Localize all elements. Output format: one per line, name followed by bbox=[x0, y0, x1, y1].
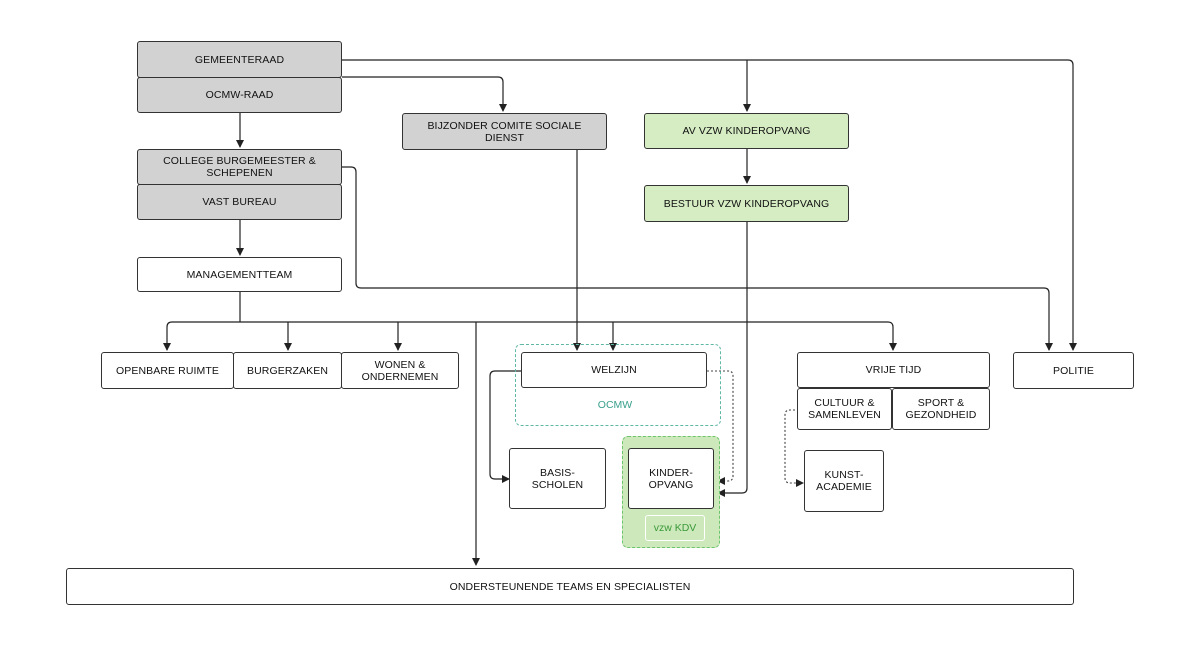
box-sport-gezondheid: SPORT & GEZONDHEID bbox=[892, 388, 990, 430]
box-bestuur-vzw-kinderopvang: BESTUUR VZW KINDEROPVANG bbox=[644, 185, 849, 222]
box-ondersteunende-label: ONDERSTEUNENDE TEAMS EN SPECIALISTEN bbox=[449, 580, 691, 593]
box-vrije-tijd-label: VRIJE TIJD bbox=[865, 364, 922, 376]
box-bijzonder-comite-label: BIJZONDER COMITE SOCIALE DIENST bbox=[427, 119, 582, 144]
box-college-label: COLLEGE BURGEMEESTER & SCHEPENEN bbox=[163, 155, 316, 179]
box-wonen-ondernemen: WONEN & ONDERNEMEN bbox=[341, 352, 459, 389]
box-vast-bureau: VAST BUREAU bbox=[137, 184, 342, 220]
line-bestuur-kinderopvang bbox=[717, 222, 748, 497]
box-ocmw-raad: OCMW-RAAD bbox=[137, 77, 342, 113]
box-av-vzw-kinderopvang: AV VZW KINDEROPVANG bbox=[644, 113, 849, 149]
box-wonen-label: WONEN & ONDERNEMEN bbox=[361, 358, 439, 383]
box-ocmw-raad-label: OCMW-RAAD bbox=[205, 89, 274, 101]
box-bestuur-vzw-label: BESTUUR VZW KINDEROPVANG bbox=[663, 197, 830, 210]
box-basisscholen: BASIS- SCHOLEN bbox=[509, 448, 606, 509]
line-bus bbox=[172, 321, 897, 351]
line-cultuur-kunstacademie-dotted bbox=[784, 409, 804, 487]
box-ondersteunende-teams: ONDERSTEUNENDE TEAMS EN SPECIALISTEN bbox=[66, 568, 1074, 605]
box-burgerzaken-label: BURGERZAKEN bbox=[246, 364, 329, 377]
line-bus-openbare bbox=[163, 321, 173, 351]
line-gemeenteraad-politie bbox=[342, 59, 1077, 351]
line-welzijn-basisscholen bbox=[489, 370, 522, 483]
box-gemeenteraad-label: GEMEENTERAAD bbox=[194, 53, 285, 66]
box-cultuur-label: CULTUUR & SAMENLEVEN bbox=[808, 397, 881, 421]
box-managementteam-label: MANAGEMENTTEAM bbox=[186, 268, 293, 281]
box-burgerzaken: BURGERZAKEN bbox=[233, 352, 342, 389]
box-openbare-ruimte-label: OPENBARE RUIMTE bbox=[115, 364, 219, 377]
ocmw-zone-label: OCMW bbox=[597, 399, 633, 411]
box-vast-bureau-label: VAST BUREAU bbox=[202, 196, 277, 208]
box-av-vzw-label: AV VZW KINDEROPVANG bbox=[682, 125, 811, 137]
box-kinderopvang: KINDER- OPVANG bbox=[628, 448, 714, 509]
box-politie: POLITIE bbox=[1013, 352, 1134, 389]
box-basisscholen-label: BASIS- SCHOLEN bbox=[531, 466, 584, 491]
box-vrije-tijd: VRIJE TIJD bbox=[797, 352, 990, 388]
box-welzijn: WELZIJN bbox=[521, 352, 707, 388]
kdv-zone-label: vzw KDV bbox=[645, 515, 705, 541]
box-gemeenteraad: GEMEENTERAAD bbox=[137, 41, 342, 78]
box-bijzonder-comite: BIJZONDER COMITE SOCIALE DIENST bbox=[402, 113, 607, 150]
box-openbare-ruimte: OPENBARE RUIMTE bbox=[101, 352, 234, 389]
box-welzijn-label: WELZIJN bbox=[591, 364, 637, 376]
box-politie-label: POLITIE bbox=[1053, 364, 1094, 377]
box-college: COLLEGE BURGEMEESTER & SCHEPENEN bbox=[137, 149, 342, 185]
ocmw-zone bbox=[515, 344, 721, 426]
line-college-politie bbox=[342, 166, 1053, 351]
line-gemeenteraad-bcsd bbox=[342, 76, 507, 112]
box-kinderopvang-label: KINDER- OPVANG bbox=[648, 466, 694, 491]
box-kunstacademie: KUNST- ACADEMIE bbox=[804, 450, 884, 512]
box-managementteam: MANAGEMENTTEAM bbox=[137, 257, 342, 292]
box-kunstacademie-label: KUNST- ACADEMIE bbox=[816, 469, 872, 493]
box-sport-label: SPORT & GEZONDHEID bbox=[905, 397, 977, 421]
box-cultuur-samenleven: CULTUUR & SAMENLEVEN bbox=[797, 388, 892, 430]
